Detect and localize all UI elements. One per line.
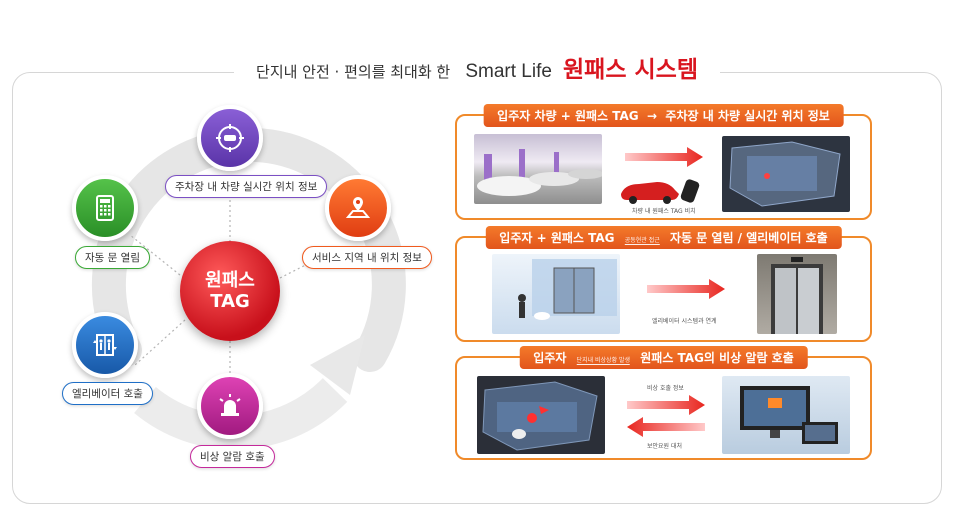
panel-emergency-caption-top: 비상 호출 정보 [647, 385, 684, 392]
parking-location-label: 주차장 내 차량 실시간 위치 정보 [165, 175, 328, 198]
panel-emergency-arrow-right [627, 395, 705, 415]
keypad-icon [96, 195, 114, 221]
parking-map-screen [722, 136, 850, 212]
panel-emergency-caption-bottom: 보안요원 대처 [647, 443, 683, 450]
header-brand: 원패스 시스템 [563, 57, 698, 83]
panel-entrance-title: 입주자 + 원패스 TAG 공동현관 접근 자동 문 열림 / 엘리베이터 호출 [485, 226, 842, 249]
panel-entrance: 입주자 + 원패스 TAG 공동현관 접근 자동 문 열림 / 엘리베이터 호출… [455, 226, 872, 342]
panel-parking-arrow [625, 147, 703, 167]
service-area-label: 서비스 지역 내 위치 정보 [302, 246, 432, 269]
auto-door-node [72, 175, 138, 241]
panel-parking-caption: 차량 내 원패스 TAG 비치 [632, 208, 696, 215]
panel-entrance-title-a: 입주자 + 원패스 TAG [499, 231, 615, 245]
panel-emergency: 입주자 단지내 비상상황 발생 원패스 TAG의 비상 알람 호출 비상 호출 … [455, 346, 872, 460]
panel-parking: 입주자 차량 + 원패스 TAG → 주차장 내 차량 실시간 위치 정보 차량… [455, 104, 872, 220]
elevator-icon [93, 334, 117, 356]
siren-icon [219, 394, 241, 416]
panel-emergency-arrow-left [627, 417, 705, 437]
panel-emergency-title-small: 단지내 비상상황 발생 [576, 357, 631, 365]
onepass-tag-hub: 원패스 TAG [180, 241, 280, 341]
onepass-diagram: 주차장 내 차량 실시간 위치 정보 서비스 지역 내 위치 정보 자동 문 열… [50, 100, 432, 485]
panel-emergency-title: 입주자 단지내 비상상황 발생 원패스 TAG의 비상 알람 호출 [519, 346, 808, 369]
panel-parking-title-a: 입주자 차량 + 원패스 TAG [497, 109, 639, 123]
parking-location-node [197, 105, 263, 171]
emergency-alarm-node [197, 373, 263, 439]
panel-entrance-caption: 엘리베이터 시스템과 연계 [652, 318, 717, 325]
map-pin-icon [345, 197, 371, 218]
elevator-call-node [72, 312, 138, 378]
panel-entrance-title-small: 공동현관 접근 [624, 237, 660, 245]
hub-line1: 원패스 [205, 270, 255, 291]
red-car-and-tag [617, 172, 703, 206]
panel-entrance-arrow [647, 279, 725, 299]
elevator-door-photo [757, 254, 837, 334]
header-prefix: 단지내 안전 · 편의를 최대화 한 [256, 63, 451, 81]
car-target-icon [216, 124, 244, 152]
hub-line2: TAG [210, 291, 250, 312]
security-monitor-photo [722, 376, 850, 454]
header-smart-life: Smart Life [465, 61, 552, 82]
panel-entrance-title-b: 자동 문 열림 / 엘리베이터 호출 [669, 231, 828, 245]
emergency-map-screen [477, 376, 605, 454]
entrance-lobby-illustration [492, 254, 620, 334]
service-area-node [325, 175, 391, 241]
auto-door-label: 자동 문 열림 [75, 246, 150, 269]
panel-parking-title-b: 주차장 내 차량 실시간 위치 정보 [665, 109, 830, 123]
header: 단지내 안전 · 편의를 최대화 한 Smart Life 원패스 시스템 [0, 50, 954, 84]
elevator-call-label: 엘리베이터 호출 [62, 382, 153, 405]
emergency-alarm-label: 비상 알람 호출 [190, 445, 275, 468]
panel-emergency-title-b: 원패스 TAG의 비상 알람 호출 [640, 351, 794, 365]
panel-parking-title: 입주자 차량 + 원패스 TAG → 주차장 내 차량 실시간 위치 정보 [483, 104, 844, 127]
parking-garage-photo [474, 134, 602, 204]
panel-emergency-title-a: 입주자 [533, 351, 567, 365]
panel-parking-title-arrow: → [647, 109, 658, 123]
